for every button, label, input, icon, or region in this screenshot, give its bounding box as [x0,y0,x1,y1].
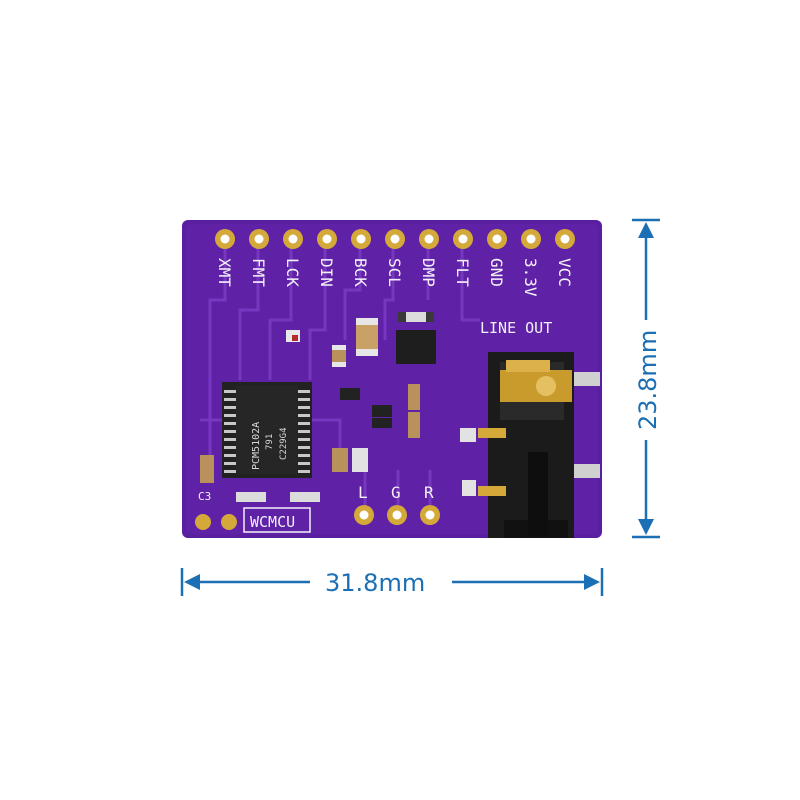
pin-label: FMT [249,258,268,287]
width-dimension [180,568,604,596]
bottom-pins [354,505,440,525]
cap-label: C3 [198,490,211,503]
dac-chip: PCM5102A 791 C229G4 [222,382,312,478]
pin-label: DIN [317,258,336,287]
pin-label: GND [487,258,506,287]
audio-jack [478,352,600,538]
bottom-pin-label: G [391,483,401,502]
pin-label: XMT [215,258,234,287]
pin-label: LCK [283,258,302,287]
pcb-traces [200,238,480,505]
header-pins [215,229,575,249]
pin-label: BCK [351,258,370,287]
pin-label: FLT [453,258,472,287]
bottom-left-pad-2 [221,514,237,530]
pin-label: 3.3V [521,258,540,297]
bottom-left-pad-1 [195,514,211,530]
chip-line-3: C229G4 [279,427,289,460]
chip-line-2: 791 [265,434,275,450]
bottom-pin-label: L [358,483,368,502]
chip-line-1: PCM5102A [251,422,262,470]
pin-label: SCL [385,258,404,287]
height-label: 23.8mm [634,330,662,430]
line-out-label: LINE OUT [480,319,552,337]
smd-components [200,312,476,502]
height-dimension [632,218,660,539]
width-label: 31.8mm [325,569,425,597]
pin-labels: XMT FMT LCK DIN BCK SCL DMP FLT GND 3.3V VCC [215,258,574,297]
bottom-pin-label: R [424,483,434,502]
pin-label: DMP [419,258,438,287]
brand-label: WCMCU [250,513,295,531]
pin-label: VCC [555,258,574,287]
